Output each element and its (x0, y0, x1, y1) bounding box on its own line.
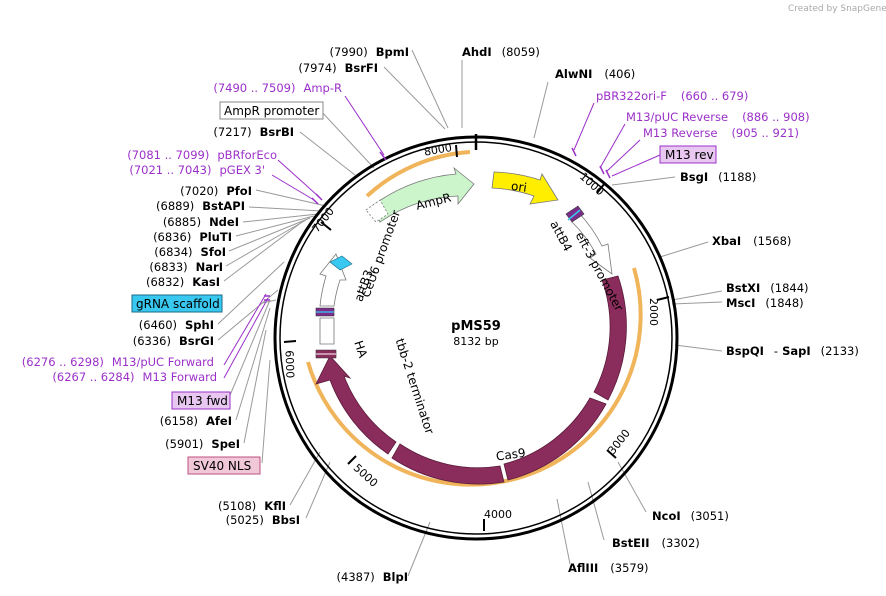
site-bstxi: BstXI(1844) (726, 281, 809, 295)
tick-8000: 8000 (423, 141, 453, 159)
tbb2-terminator-arrow (319, 317, 335, 345)
ha-label: HA (351, 339, 370, 360)
site-bsrgi: (6336)BsrGI (133, 334, 214, 348)
site-bsrbi: (7217)BsrBI (213, 125, 294, 139)
site-xbai: XbaI(1568) (712, 234, 791, 248)
svg-text:SV40 NLS: SV40 NLS (193, 459, 251, 473)
site-kfli: (5108)KflI (218, 499, 286, 513)
site-bspqi-sapi: BspQI-SapI(2133) (726, 344, 859, 358)
site-ndei: (6885)NdeI (163, 215, 239, 229)
sites-right: AhdI(8059) AlwNI(406) BsgI(1188) XbaI(15… (462, 45, 859, 575)
site-blpi: (4387)BlpI (337, 570, 408, 584)
primer-amp-r: (7490 .. 7509)Amp-R (213, 81, 342, 95)
primer-marks (264, 147, 611, 301)
scale-ticks (283, 144, 670, 531)
site-bbsi: (5025)BbsI (226, 513, 300, 527)
primer-labels: (7490 .. 7509)Amp-R pBR322ori-F(660 .. 6… (22, 81, 810, 384)
site-afei: (6158)AfeI (160, 414, 232, 428)
svg-text:M13 rev: M13 rev (665, 148, 714, 162)
grna-scaffold-box: gRNA scaffold (131, 294, 223, 313)
sv40-nls-box: SV40 NLS (187, 456, 261, 475)
primer-pbrforeco: (7081 .. 7099)pBRforEco (127, 148, 277, 162)
ori-arrow (491, 171, 559, 205)
ampr-promoter-box: AmpR promoter (219, 101, 324, 120)
cas9-label: Cas9 (495, 446, 526, 464)
primer-pointers (223, 95, 661, 379)
ceu6-label: CeU6 promoter (359, 208, 404, 299)
site-sphi: (6460)SphI (139, 318, 214, 332)
plasmid-name: pMS59 (451, 319, 501, 334)
attb4-label: attB4 (547, 218, 575, 253)
cas9-highlight (306, 267, 643, 487)
tick-4000: 4000 (484, 508, 512, 521)
site-bsrfi: (7974)BsrFI (298, 61, 378, 75)
primer-m13-forward: (6267 .. 6284)M13 Forward (52, 370, 217, 384)
site-nari: (6833)NarI (149, 260, 223, 274)
site-bsteii: BstEII(3302) (612, 536, 700, 550)
tick-2000: 2000 (647, 298, 660, 326)
ampr-promoter-feature (365, 199, 389, 223)
m13-fwd-box: M13 fwd (171, 391, 231, 410)
tick-3000: 3000 (605, 427, 632, 457)
svg-text:M13 fwd: M13 fwd (177, 394, 228, 408)
grna-scaffold-feature (329, 255, 353, 271)
site-bsgi: BsgI(1188) (680, 170, 756, 184)
snapgene-credit: Created by SnapGene (788, 4, 886, 14)
m13-rev-box: M13 rev (659, 145, 717, 164)
svg-text:gRNA scaffold: gRNA scaffold (136, 297, 220, 311)
primer-m13-puc-reverse: M13/pUC Reverse(886 .. 908) (626, 110, 810, 124)
site-bpmi: (7990)BpmI (329, 45, 409, 59)
primer-pbr322ori-f: pBR322ori-F(660 .. 679) (596, 89, 748, 103)
site-ncoi: NcoI(3051) (652, 509, 729, 523)
primer-pgex3: (7021 .. 7043)pGEX 3' (129, 163, 265, 177)
sites-left: (7990)BpmI (7974)BsrFI (7217)BsrBI (7020… (133, 45, 409, 584)
site-pfoi: (7020)PfoI (180, 184, 252, 198)
ori-label: ori (510, 179, 527, 195)
site-msci: MscI(1848) (726, 296, 804, 310)
tick-6000: 6000 (283, 350, 297, 378)
ampr-arrow (371, 166, 475, 223)
site-afliii: AflIII(3579) (568, 561, 649, 575)
eft3-promoter-arrow (571, 211, 613, 275)
ampr-highlight (365, 150, 471, 198)
primer-m13-reverse: M13 Reverse(905 .. 921) (643, 126, 799, 140)
svg-text:AmpR promoter: AmpR promoter (224, 104, 319, 118)
cas9-arrow (315, 275, 627, 485)
site-pluti: (6836)PluTI (153, 230, 232, 244)
tbb2-label: tbb-2 terminator (393, 337, 437, 436)
site-sfoi: (6834)SfoI (154, 245, 226, 259)
site-bstapi: (6889)BstAPI (156, 199, 245, 213)
site-alwni: AlwNI(406) (555, 67, 635, 81)
tick-1000: 1000 (577, 170, 607, 198)
site-spei: (5901)SpeI (165, 437, 240, 451)
site-ahdi: AhdI(8059) (462, 45, 540, 59)
site-kasi: (6832)KasI (146, 275, 220, 289)
tick-5000: 5000 (351, 461, 381, 489)
plasmid-size: 8132 bp (453, 335, 498, 348)
primer-m13-puc-forward: (6276 .. 6298)M13/pUC Forward (22, 355, 214, 369)
